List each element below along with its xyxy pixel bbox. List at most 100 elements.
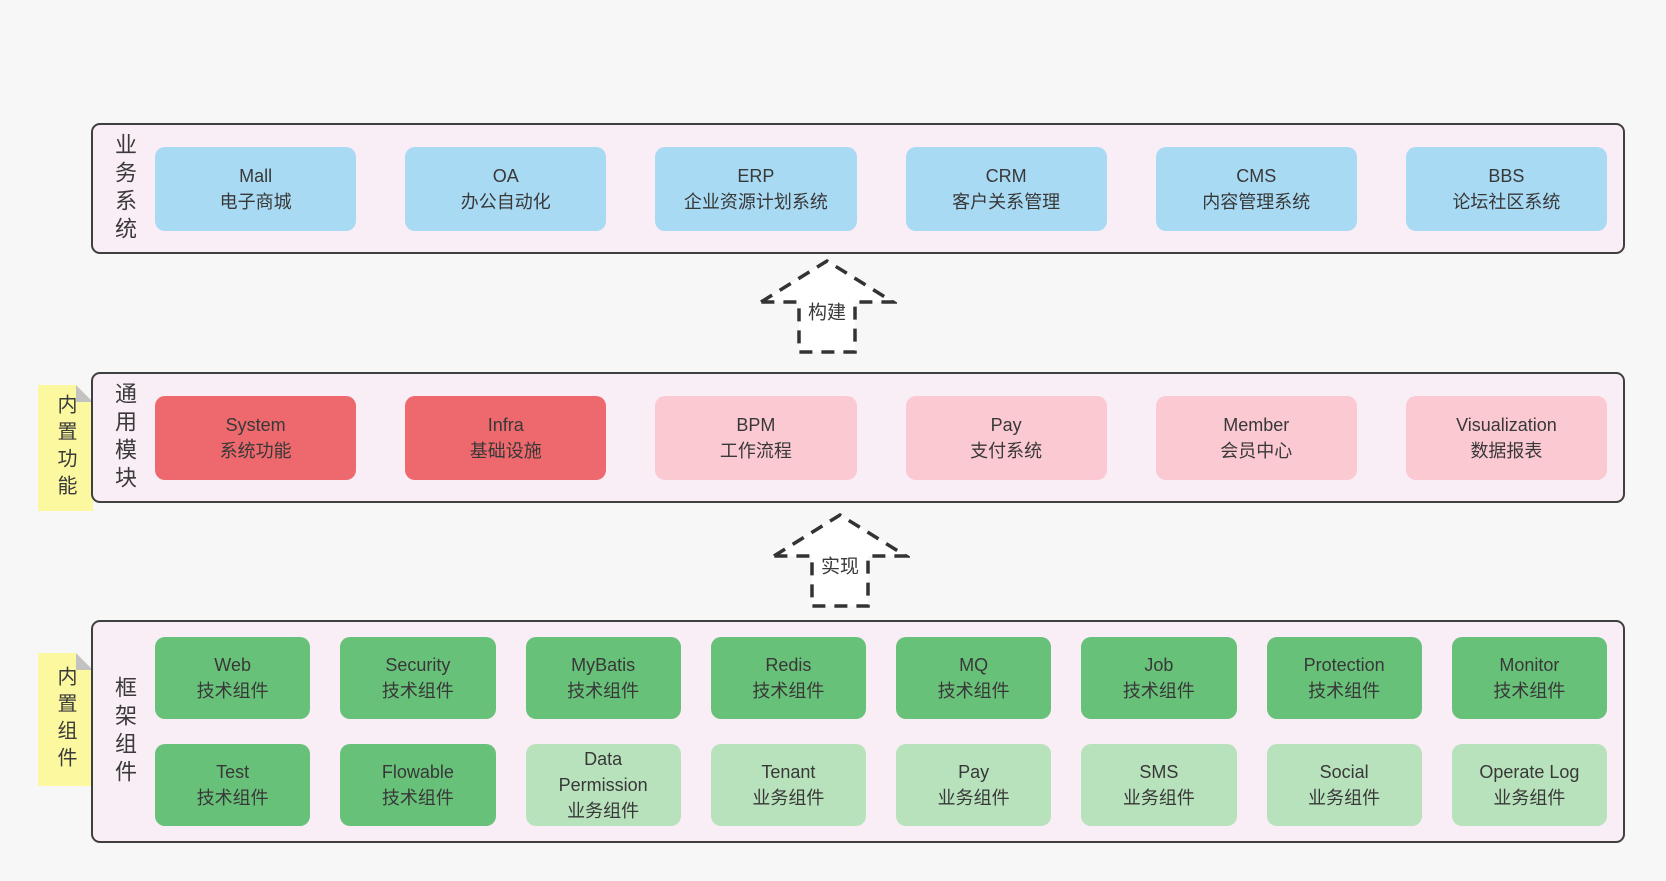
node-title: Pay	[958, 762, 990, 782]
node-title: CMS	[1236, 165, 1277, 186]
node-pay: Pay 业务组件	[896, 744, 1052, 826]
node-sms: SMS 业务组件	[1081, 744, 1237, 826]
node-subtitle: 业务组件	[937, 788, 1010, 808]
layer-label-framework-components: 框架组件	[112, 675, 137, 788]
node-subtitle: 基础设施	[469, 440, 542, 461]
layer-label-common-modules: 通用模块	[112, 381, 137, 494]
node-title: MQ	[959, 655, 989, 675]
node-subtitle: 技术组件	[196, 788, 269, 808]
dashed-up-arrow-implement: 实现	[770, 510, 910, 610]
node-title: Web	[214, 655, 251, 675]
node-subtitle: 业务组件	[567, 801, 640, 821]
node-subtitle: 技术组件	[381, 681, 454, 701]
node-subtitle: 技术组件	[567, 681, 640, 701]
node-web: Web 技术组件	[155, 637, 311, 719]
arrow-label-build: 构建	[804, 297, 850, 325]
node-title: Member	[1223, 414, 1290, 435]
sticky-note-label: 内置功能	[54, 394, 76, 502]
node-data-permission: Data Permission 业务组件	[525, 744, 681, 826]
node-operate-log: Operate Log 业务组件	[1451, 744, 1607, 826]
node-subtitle: 系统功能	[219, 440, 292, 461]
node-flowable: Flowable 技术组件	[340, 744, 496, 826]
node-erp: ERP 企业资源计划系统	[655, 146, 857, 231]
node-title: Security	[385, 655, 451, 675]
dashed-up-arrow-build: 构建	[757, 256, 897, 356]
box-row: System 系统功能 Infra 基础设施 BPM 工作流程 Pay 支付系统 Member 会…	[155, 395, 1608, 480]
layer-modules-boxes: System 系统功能 Infra 基础设施 BPM 工作流程 Pay 支付系统 Member 会…	[155, 374, 1623, 501]
node-subtitle: 业务组件	[1122, 788, 1195, 808]
node-title: BPM	[736, 414, 776, 435]
node-title: Redis	[765, 655, 812, 675]
node-title: System	[225, 414, 286, 435]
node-title: Monitor	[1499, 655, 1560, 675]
sticky-note-builtin-components: 内置组件	[38, 653, 93, 786]
node-crm: CRM 客户关系管理	[905, 146, 1107, 231]
node-title: MyBatis	[571, 655, 636, 675]
node-title: Visualization	[1456, 414, 1557, 435]
node-subtitle: 支付系统	[970, 440, 1043, 461]
node-title: BBS	[1488, 165, 1525, 186]
node-title: Infra	[487, 414, 524, 435]
node-title: Test	[216, 762, 250, 782]
node-title: CRM	[985, 165, 1027, 186]
node-subtitle: 业务组件	[752, 788, 825, 808]
node-subtitle: 工作流程	[719, 440, 792, 461]
node-subtitle: 办公自动化	[460, 191, 551, 212]
node-pay: Pay 支付系统	[905, 395, 1107, 480]
node-subtitle: 业务组件	[1308, 788, 1381, 808]
sticky-note-builtin-features: 内置功能	[38, 385, 93, 511]
layer-common-modules: 通用模块 System 系统功能 Infra 基础设施 BPM 工作流程 Pay 支付系统 Me…	[91, 372, 1625, 503]
node-subtitle: 企业资源计划系统	[683, 191, 828, 212]
node-mybatis: MyBatis 技术组件	[525, 637, 681, 719]
node-title: SMS	[1139, 762, 1179, 782]
node-title: Operate Log	[1479, 762, 1580, 782]
node-member: Member 会员中心	[1155, 395, 1357, 480]
sticky-note-label: 内置组件	[54, 665, 76, 774]
node-subtitle: 会员中心	[1220, 440, 1293, 461]
node-subtitle: 技术组件	[1122, 681, 1195, 701]
node-title: Social	[1319, 762, 1369, 782]
node-subtitle: 技术组件	[381, 788, 454, 808]
node-system: System 系统功能	[155, 395, 357, 480]
node-subtitle: 业务组件	[1493, 788, 1566, 808]
node-title: Pay	[990, 414, 1022, 435]
node-social: Social 业务组件	[1266, 744, 1422, 826]
node-redis: Redis 技术组件	[710, 637, 866, 719]
node-infra: Infra 基础设施	[405, 395, 607, 480]
node-subtitle: 技术组件	[196, 681, 269, 701]
node-title: Job	[1144, 655, 1174, 675]
node-subtitle: 技术组件	[937, 681, 1010, 701]
node-security: Security 技术组件	[340, 637, 496, 719]
node-subtitle: 技术组件	[1308, 681, 1381, 701]
node-title: Flowable	[381, 762, 454, 782]
node-oa: OA 办公自动化	[405, 146, 607, 231]
node-bpm: BPM 工作流程	[655, 395, 857, 480]
node-tenant: Tenant 业务组件	[710, 744, 866, 826]
node-subtitle: 技术组件	[1493, 681, 1566, 701]
node-title: Protection	[1303, 655, 1385, 675]
node-mq: MQ 技术组件	[896, 637, 1052, 719]
node-subtitle: 客户关系管理	[952, 191, 1061, 212]
node-job: Job 技术组件	[1081, 637, 1237, 719]
node-title: ERP	[737, 165, 775, 186]
node-title: Data Permission	[558, 749, 648, 795]
node-title: Tenant	[761, 762, 816, 782]
arrow-label-implement: 实现	[817, 551, 863, 579]
node-title: OA	[492, 165, 519, 186]
node-title: Mall	[239, 165, 273, 186]
node-monitor: Monitor 技术组件	[1451, 637, 1607, 719]
node-subtitle: 技术组件	[752, 681, 825, 701]
node-protection: Protection 技术组件	[1266, 637, 1422, 719]
